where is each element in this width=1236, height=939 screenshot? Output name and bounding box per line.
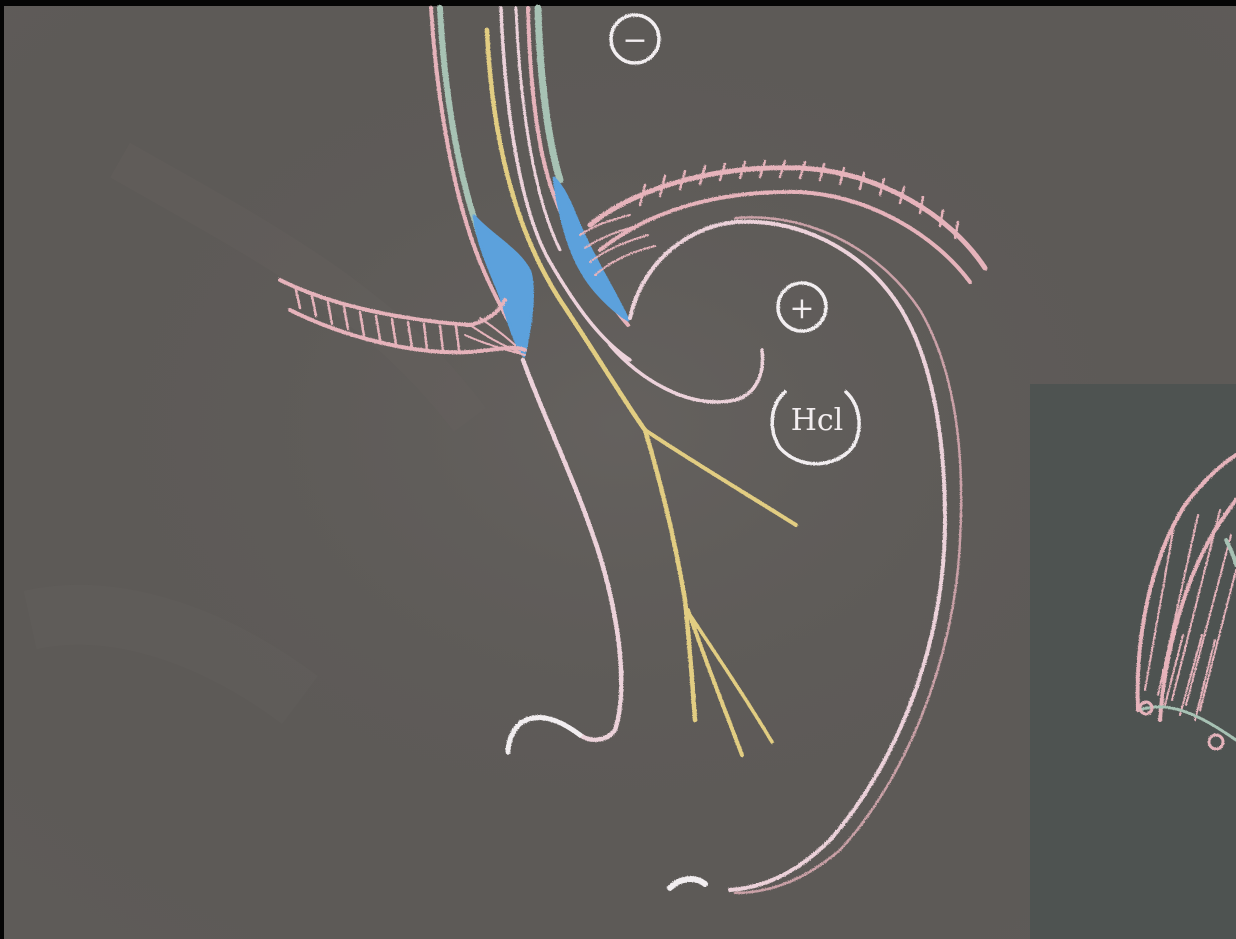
minus-sign-label: −: [622, 23, 647, 58]
inset-board-panel: [1030, 384, 1236, 939]
acid-label: Hcl: [791, 403, 844, 438]
plus-sign-label: +: [789, 291, 814, 326]
